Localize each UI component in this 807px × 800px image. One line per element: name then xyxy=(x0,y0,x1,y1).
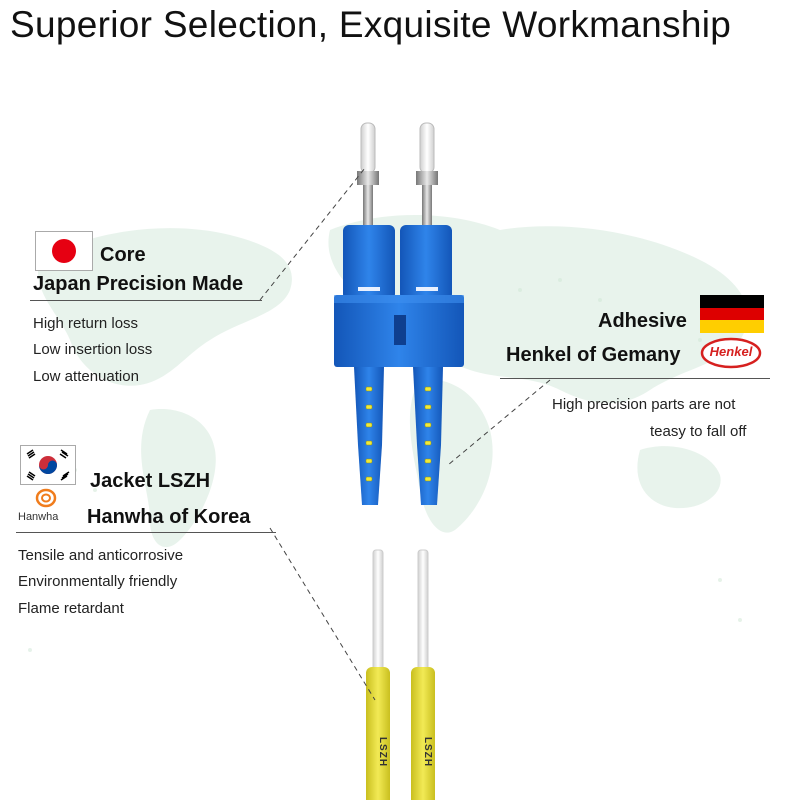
jacket-feature-2: Environmentally friendly xyxy=(18,573,178,590)
adhesive-title: Adhesive xyxy=(598,310,687,332)
germany-flag-icon xyxy=(700,295,764,333)
sc-connector-illustration xyxy=(334,122,464,800)
korea-flag-icon xyxy=(20,445,76,485)
henkel-logo-text: Henkel xyxy=(709,344,753,359)
core-feature-3: Low attenuation xyxy=(33,368,139,385)
adhesive-feature-2: teasy to fall off xyxy=(650,423,747,440)
core-underline xyxy=(30,300,262,301)
hanwha-logo-icon xyxy=(33,487,59,509)
jacket-feature-3: Flame retardant xyxy=(18,600,124,617)
hanwha-logo-text: Hanwha xyxy=(18,511,59,523)
ferrule-left xyxy=(357,122,379,225)
henkel-logo-icon: Henkel xyxy=(700,337,762,369)
core-feature-1: High return loss xyxy=(33,315,139,332)
jacket-title: Jacket LSZH xyxy=(90,470,211,492)
adhesive-subtitle: Henkel of Gemany xyxy=(506,344,681,366)
jacket-feature-1: Tensile and anticorrosive xyxy=(18,547,184,564)
adhesive-feature-1: High precision parts are not xyxy=(552,396,736,413)
page-headline: Superior Selection, Exquisite Workmanshi… xyxy=(10,4,732,45)
core-feature-2: Low insertion loss xyxy=(33,341,153,358)
jacket-underline xyxy=(16,532,276,533)
core-subtitle: Japan Precision Made xyxy=(33,273,244,295)
core-title: Core xyxy=(100,244,146,266)
jacket-subtitle: Hanwha of Korea xyxy=(87,506,251,528)
japan-flag-icon xyxy=(35,231,93,271)
ferrule-right xyxy=(416,122,438,225)
adhesive-underline xyxy=(500,378,770,379)
